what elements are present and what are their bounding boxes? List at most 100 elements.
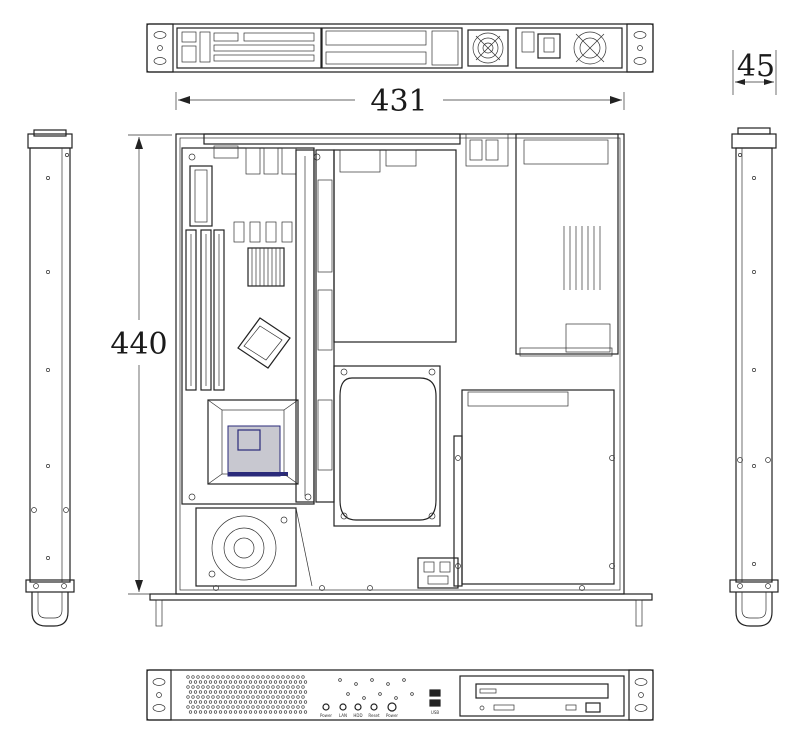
vent-hole [216, 675, 220, 679]
vent-hole [251, 675, 255, 679]
vent-hole [221, 695, 225, 699]
front-right-rack-ear [628, 669, 654, 721]
vent-hole [196, 705, 200, 709]
vent-hole [201, 675, 205, 679]
rear-io-panel [176, 27, 322, 69]
vent-hole [296, 705, 300, 709]
vent-hole [231, 675, 235, 679]
depth-dimension: 440 [110, 134, 172, 595]
vent-hole [268, 680, 273, 684]
vent-hole [263, 710, 268, 714]
vent-hole [256, 675, 260, 679]
height-dimension: 45 [732, 49, 777, 95]
vent-hole [293, 700, 298, 704]
vent-hole [253, 710, 258, 714]
vent-hole [228, 710, 233, 714]
vent-hole [261, 705, 265, 709]
vent-hole [278, 700, 283, 704]
vent-hole [213, 680, 218, 684]
vent-hole [291, 695, 295, 699]
vent-hole [196, 695, 200, 699]
vent-hole [301, 705, 305, 709]
vent-hole [291, 685, 295, 689]
vent-hole [208, 700, 213, 704]
vent-hole [233, 700, 238, 704]
vent-hole [223, 710, 228, 714]
vent-hole [246, 685, 250, 689]
vent-hole [206, 685, 210, 689]
rear-psu [515, 27, 623, 69]
vent-hole [218, 710, 223, 714]
memory-slots [185, 229, 225, 391]
vent-hole [238, 700, 243, 704]
vent-hole [213, 700, 218, 704]
power-button-label: Power [386, 713, 398, 718]
vent-hole [261, 685, 265, 689]
vent-hole [206, 695, 210, 699]
vent-hole [191, 695, 195, 699]
vent-hole [191, 705, 195, 709]
vent-hole [186, 705, 190, 709]
heatsink [247, 247, 285, 287]
vent-hole [226, 705, 230, 709]
vent-hole [218, 690, 223, 694]
vent-hole [253, 700, 258, 704]
vent-hole [248, 690, 253, 694]
vent-hole [296, 685, 300, 689]
vent-hole [278, 690, 283, 694]
vent-hole [281, 685, 285, 689]
vent-hole [238, 710, 243, 714]
vent-hole [286, 685, 290, 689]
front-vent-grid [186, 675, 308, 714]
vent-hole [276, 705, 280, 709]
vent-hole [236, 675, 240, 679]
vent-hole [276, 695, 280, 699]
vent-hole [223, 690, 228, 694]
vent-hole [263, 690, 268, 694]
usb-label: USB [431, 710, 439, 715]
vent-hole [243, 710, 248, 714]
vent-hole [213, 690, 218, 694]
vent-hole [243, 680, 248, 684]
vent-hole [201, 695, 205, 699]
vent-hole [216, 685, 220, 689]
power-supply [465, 133, 619, 357]
vent-hole [248, 680, 253, 684]
vent-hole [291, 705, 295, 709]
vent-hole [211, 685, 215, 689]
vent-hole [266, 685, 270, 689]
front-indicator-dots [338, 678, 414, 700]
optical-drive-bay [453, 389, 615, 587]
vent-hole [233, 680, 238, 684]
vent-hole [228, 700, 233, 704]
vent-hole [216, 695, 220, 699]
height-dimension-label: 45 [737, 49, 775, 84]
width-dimension-label: 431 [370, 84, 427, 119]
vent-hole [266, 705, 270, 709]
rear-expansion-slots [321, 27, 463, 69]
vent-hole [288, 680, 293, 684]
rear-left-rack-ear [146, 23, 174, 73]
vent-hole [303, 680, 308, 684]
vent-hole [223, 700, 228, 704]
vent-hole [263, 700, 268, 704]
vent-hole [213, 710, 218, 714]
vent-hole [236, 705, 240, 709]
vent-hole [198, 700, 203, 704]
reset-button-label: Reset [368, 713, 380, 718]
vent-hole [273, 710, 278, 714]
vent-hole [271, 695, 275, 699]
vent-hole [268, 710, 273, 714]
right-side-holes [737, 153, 771, 566]
rear-right-rack-ear [626, 23, 654, 73]
vent-hole [298, 700, 303, 704]
vent-hole [228, 690, 233, 694]
riser-card [315, 149, 335, 503]
vent-hole [246, 675, 250, 679]
vent-hole [193, 710, 198, 714]
vent-hole [251, 695, 255, 699]
vent-hole [193, 690, 198, 694]
blower-fan [195, 507, 313, 587]
vent-hole [283, 700, 288, 704]
front-panel-board [417, 557, 459, 589]
